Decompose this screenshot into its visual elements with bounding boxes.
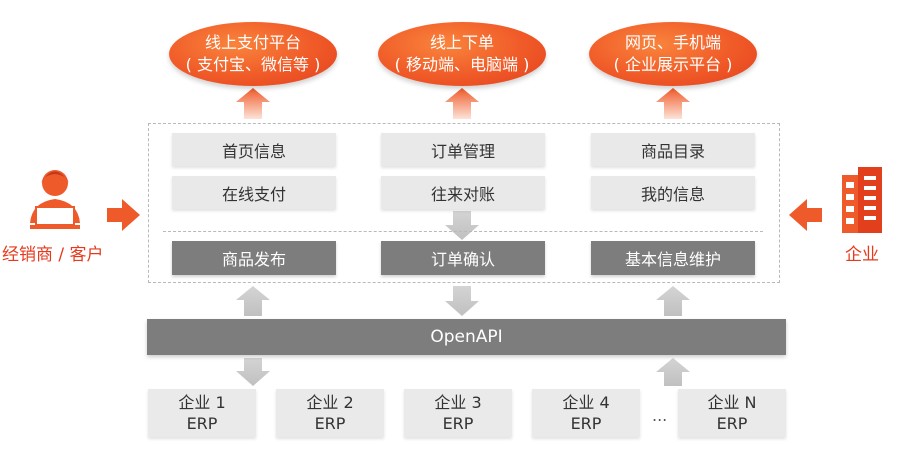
module-reconciliation: 往来对账 bbox=[381, 176, 545, 209]
channel-title: 线上下单 bbox=[429, 33, 494, 52]
module-product-catalog: 商品目录 bbox=[591, 133, 755, 166]
building-icon bbox=[842, 167, 882, 233]
channel-title: 线上支付平台 bbox=[204, 33, 301, 52]
up-arrow-gray-right bbox=[656, 286, 690, 316]
channel-oval-ordering: 线上下单 ( 移动端、电脑端 ) bbox=[378, 22, 546, 86]
down-arrow-gray-middle bbox=[445, 286, 479, 316]
down-arrow-gray-erp bbox=[236, 358, 270, 386]
channel-title: 网页、手机端 bbox=[624, 33, 721, 52]
channel-subtitle: ( 移动端、电脑端 ) bbox=[394, 55, 530, 74]
module-basic-info-maintenance: 基本信息维护 bbox=[591, 241, 755, 275]
up-arrow-red-2 bbox=[445, 88, 479, 119]
module-product-publish: 商品发布 bbox=[172, 241, 336, 275]
channel-oval-payment: 线上支付平台 ( 支付宝、微信等 ) bbox=[169, 22, 337, 86]
right-arrow-red bbox=[107, 199, 140, 231]
channel-subtitle: ( 支付宝、微信等 ) bbox=[185, 55, 321, 74]
up-arrow-red-3 bbox=[656, 88, 690, 119]
left-arrow-red bbox=[789, 199, 822, 231]
down-arrow-middle bbox=[445, 211, 479, 240]
platform-frame bbox=[148, 123, 780, 283]
person-laptop-icon bbox=[30, 170, 80, 229]
up-arrow-gray-erp bbox=[656, 358, 690, 386]
up-arrow-gray-left bbox=[236, 286, 270, 316]
left-actor-label: 经销商 / 客户 bbox=[2, 245, 104, 265]
platform-divider bbox=[163, 231, 763, 232]
module-my-info: 我的信息 bbox=[591, 176, 755, 209]
module-order-confirm: 订单确认 bbox=[381, 241, 545, 275]
channel-oval-web-mobile: 网页、手机端 ( 企业展示平台 ) bbox=[589, 22, 757, 86]
module-online-payment: 在线支付 bbox=[172, 176, 336, 209]
up-arrow-red-1 bbox=[236, 88, 270, 119]
right-actor-label: 企业 bbox=[845, 245, 879, 265]
module-home-info: 首页信息 bbox=[172, 133, 336, 166]
openapi-bar: OpenAPI bbox=[147, 319, 786, 355]
channel-subtitle: ( 企业展示平台 ) bbox=[613, 55, 733, 74]
module-order-management: 订单管理 bbox=[381, 133, 545, 166]
erp-ellipsis: ... bbox=[652, 406, 668, 425]
